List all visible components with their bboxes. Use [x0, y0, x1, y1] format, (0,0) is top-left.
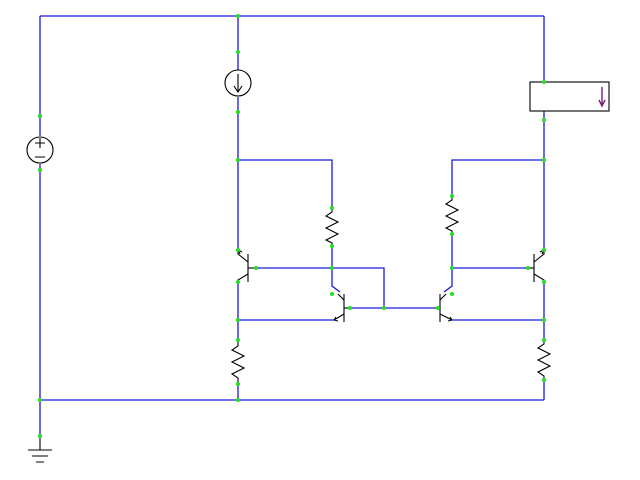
junction-node: [542, 378, 546, 382]
junction-node: [330, 292, 334, 296]
junction-node: [542, 338, 546, 342]
junction-node: [542, 318, 546, 322]
junction-node: [38, 114, 42, 118]
junction-node: [38, 434, 42, 438]
wires: [39, 15, 545, 436]
junction-node: [450, 194, 454, 198]
right-collector-resistor-icon[interactable]: [444, 196, 460, 234]
junction-node: [236, 158, 240, 162]
ground-icon[interactable]: [28, 436, 52, 463]
junction-node: [330, 244, 334, 248]
junction-node: [236, 248, 240, 252]
junction-node: [330, 266, 334, 270]
wire-right-inner-collector: [443, 268, 453, 293]
left-inner-transistor-icon[interactable]: [333, 293, 350, 322]
ammeter-arrow-icon: [598, 87, 606, 108]
junction-node: [348, 306, 352, 310]
junction-node: [542, 158, 546, 162]
junction-node: [436, 306, 440, 310]
junction-node: [542, 248, 546, 252]
wire-left-inner-collector: [331, 268, 341, 293]
junction-node: [236, 398, 240, 402]
junction-node: [542, 280, 546, 284]
junction-node: [450, 232, 454, 236]
junction-nodes: [38, 14, 546, 438]
left-collector-resistor-icon[interactable]: [324, 208, 340, 246]
junction-node: [236, 318, 240, 322]
wire-right-node: [451, 159, 544, 196]
junction-node: [450, 266, 454, 270]
junction-node: [38, 168, 42, 172]
left-emitter-resistor-icon[interactable]: [230, 340, 246, 384]
junction-node: [236, 382, 240, 386]
voltage-source-icon[interactable]: [26, 136, 54, 164]
right-emitter-resistor-icon[interactable]: [536, 340, 552, 380]
junction-node: [236, 14, 240, 18]
junction-node: [542, 80, 546, 84]
junction-node: [382, 306, 386, 310]
junction-node: [542, 118, 546, 122]
ammeter-icon[interactable]: [529, 81, 610, 112]
wire-left-node: [238, 159, 333, 208]
junction-node: [236, 280, 240, 284]
left-outer-transistor-icon[interactable]: [237, 249, 256, 282]
junction-node: [38, 398, 42, 402]
right-outer-transistor-icon[interactable]: [528, 249, 545, 282]
current-source-icon[interactable]: [224, 69, 252, 97]
junction-node: [254, 266, 258, 270]
junction-node: [236, 110, 240, 114]
wire-left-base-bus: [256, 267, 385, 308]
junction-node: [450, 292, 454, 296]
junction-node: [236, 338, 240, 342]
junction-node: [330, 206, 334, 210]
right-inner-transistor-icon[interactable]: [438, 293, 453, 322]
junction-node: [236, 50, 240, 54]
junction-node: [526, 266, 530, 270]
